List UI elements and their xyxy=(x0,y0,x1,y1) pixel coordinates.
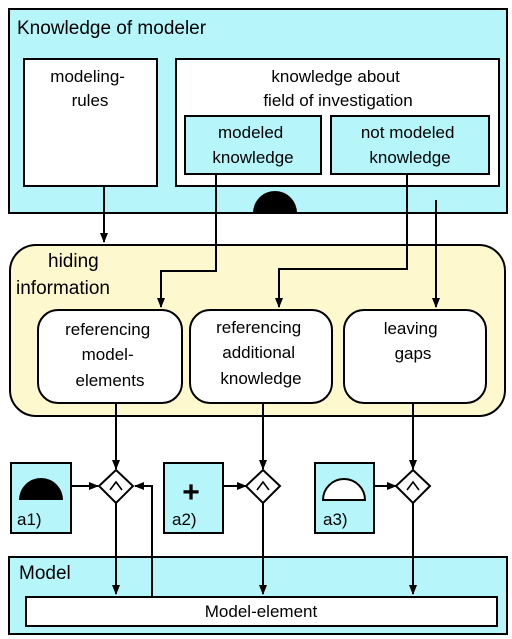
a1-label: a1) xyxy=(17,510,42,529)
decision-diamond-2 xyxy=(244,468,282,505)
modeling-rules-label: modeling- rules xyxy=(50,67,129,110)
model-element-label: Model-element xyxy=(205,602,318,621)
a2-box xyxy=(163,462,224,534)
leaving-gaps-box xyxy=(343,309,487,404)
not-modeled-knowledge-box xyxy=(330,115,490,175)
decision-diamond-1 xyxy=(97,468,135,505)
modeled-knowledge-box xyxy=(184,115,322,175)
decision-diamond-3 xyxy=(394,468,432,505)
referencing-model-elements-box xyxy=(37,309,183,404)
knowledge-half-disc-icon xyxy=(253,191,297,213)
filled-half-disc-icon xyxy=(19,478,63,500)
referencing-model-elements-label: referencing model- elements xyxy=(65,320,155,390)
modeled-knowledge-label: modeled knowledge xyxy=(212,123,293,167)
arrow-model-element-feedback xyxy=(134,482,153,597)
arrow-not-modeled-knowledge-to-referencing-additional xyxy=(275,174,408,308)
outlined-half-disc-icon xyxy=(321,478,367,501)
modeling-rules-box xyxy=(23,58,158,187)
referencing-additional-knowledge-label: referencing additional knowledge xyxy=(216,318,306,388)
plus-icon: + xyxy=(182,476,200,509)
a2-label: a2) xyxy=(172,510,197,529)
leaving-gaps-label: leaving gaps xyxy=(384,319,443,363)
model-element-box xyxy=(25,596,498,627)
hiding-information-title: hiding information xyxy=(16,251,110,299)
arrow-modeled-knowledge-to-referencing-model-elements xyxy=(157,174,217,308)
not-modeled-knowledge-label: not modeled knowledge xyxy=(361,123,459,167)
model-title: Model xyxy=(19,563,71,584)
referencing-additional-knowledge-box xyxy=(189,309,333,404)
knowledge-of-modeler-title: Knowledge of modeler xyxy=(17,18,207,39)
field-of-investigation-label: knowledge about field of investigation xyxy=(263,67,412,110)
a3-label: a3) xyxy=(323,510,348,529)
